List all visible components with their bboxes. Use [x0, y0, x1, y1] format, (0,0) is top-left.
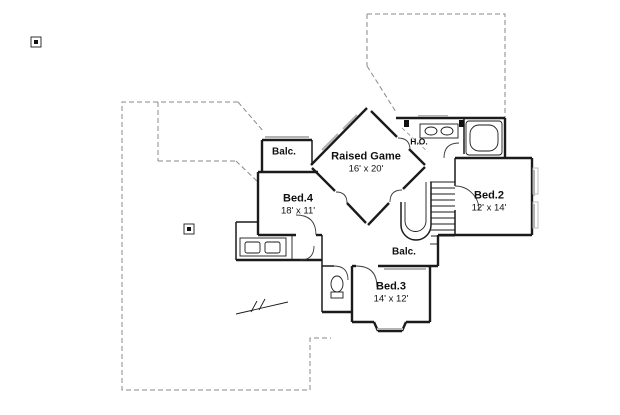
window-marks: [265, 114, 539, 330]
bed2-dims: 12' x 14': [471, 202, 507, 214]
room-label-raised-game: Raised Game 16' x 20': [331, 150, 401, 175]
room-label-bed3: Bed.3 14' x 12': [373, 280, 409, 305]
room-label-bed2: Bed.2 12' x 14': [471, 189, 507, 214]
vanity-icon: [419, 123, 459, 139]
bed4-name: Bed.4: [283, 192, 313, 205]
bed3-dims: 14' x 12': [373, 293, 409, 305]
toilet-icon: [330, 275, 344, 293]
vanity-icon: [239, 237, 287, 257]
sink-icon: [424, 126, 438, 136]
walls: [235, 107, 534, 333]
label-ho: H.O.: [410, 136, 428, 147]
bed4-dims: 18' x 11': [280, 205, 316, 217]
tub-icon: [465, 120, 503, 156]
sink-icon: [264, 241, 281, 254]
stairs: [400, 181, 455, 245]
raised-game-name: Raised Game: [331, 150, 401, 163]
label-balcony-center: Balc.: [392, 246, 416, 258]
sink-icon: [440, 126, 454, 136]
raised-game-dims: 16' x 20': [348, 163, 384, 175]
label-balcony-top: Balc.: [272, 146, 296, 158]
bed3-name: Bed.3: [376, 280, 406, 293]
column-symbols: [30, 36, 195, 235]
bathroom-fixtures: [239, 120, 503, 299]
bed2-name: Bed.2: [474, 189, 504, 202]
sink-icon: [244, 241, 261, 254]
dashed-roof-outline: [121, 13, 506, 391]
break-mark: [235, 298, 289, 315]
room-label-bed4: Bed.4 18' x 11': [280, 192, 316, 217]
closet-rod: [401, 127, 429, 153]
door-arcs: [295, 137, 480, 288]
